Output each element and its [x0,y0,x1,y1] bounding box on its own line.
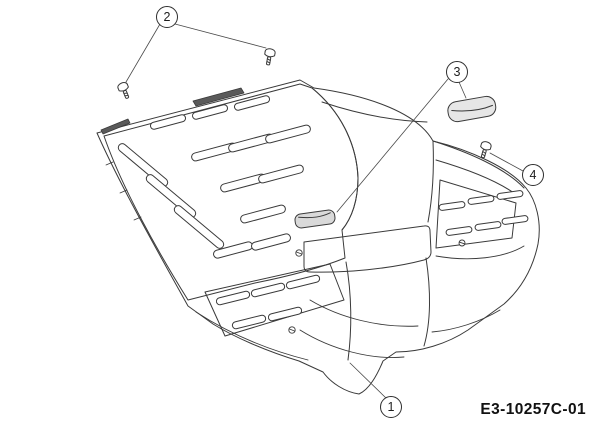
screw-icon [262,47,277,67]
edge-ribs [105,161,142,221]
callout-2: 2 [156,6,178,28]
center-opening [303,225,432,273]
left-deck-tread-slots [117,95,311,259]
drawing-root [96,23,540,399]
front-tread-plate [204,263,345,337]
callout-1-label: 1 [387,399,395,414]
callout-3-label: 3 [453,64,461,79]
main-body-outline [96,79,540,395]
left-deck-outline [103,83,359,301]
screw-holes [288,239,466,334]
screw-icon [477,140,493,160]
latch-cover-part [294,209,336,229]
callout-3: 3 [446,61,468,83]
leader-lines [125,23,524,399]
hinge-strips [100,87,245,135]
front-tread-slots [215,274,321,330]
skirt-creases [195,245,525,361]
callout-2-label: 2 [163,9,171,24]
right-deck [435,159,529,249]
tunnel-front-walls [345,257,430,361]
callout-4-label: 4 [529,167,537,182]
cover-part [447,95,497,123]
callout-4: 4 [522,164,544,186]
screw-icon [116,80,133,101]
center-tunnel-panel [311,87,525,231]
callout-1: 1 [380,396,402,418]
part-code: E3-10257C-01 [480,401,586,418]
